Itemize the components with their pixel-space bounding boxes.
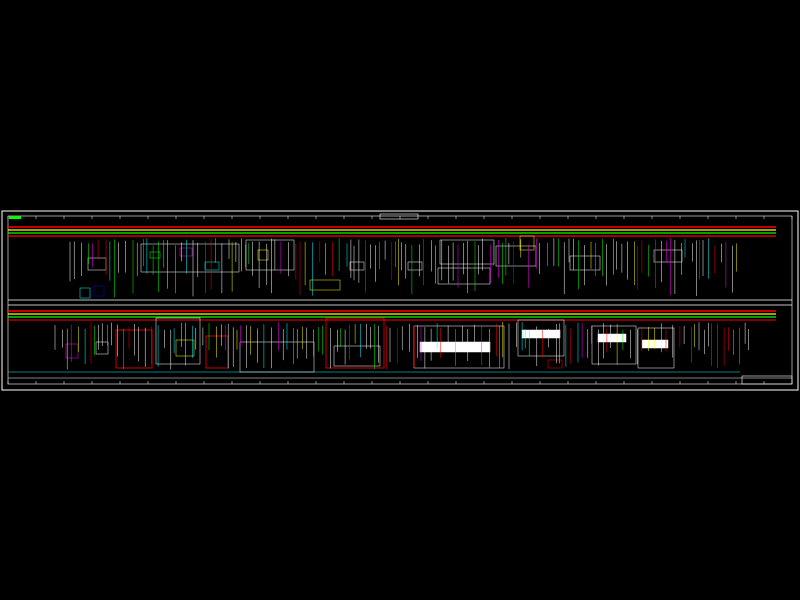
- vertical-wire-runs: [54, 238, 749, 370]
- column-tick-marks: [7, 216, 793, 384]
- upper-power-bus: [8, 226, 776, 237]
- corner-mark-top-left: [9, 216, 21, 219]
- drawing-outer-frame: [1, 210, 799, 391]
- upper-circuits: [79, 235, 683, 299]
- lower-power-bus: [8, 310, 776, 321]
- lower-circuits: [65, 317, 675, 373]
- header-title-stamp: [379, 213, 419, 220]
- title-block: [741, 375, 793, 385]
